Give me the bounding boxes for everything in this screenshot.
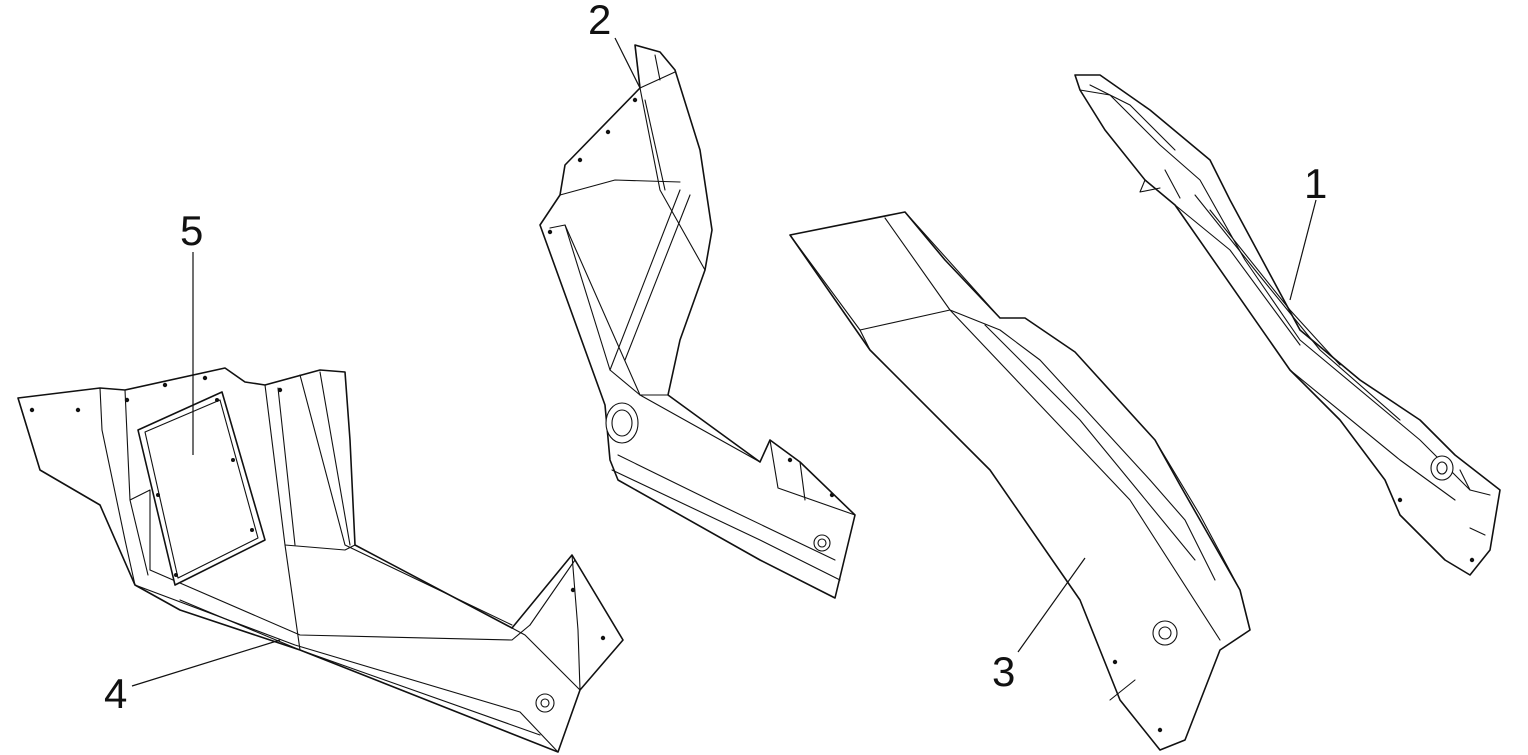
- callout-3: 3: [992, 557, 1086, 695]
- callout-4: 4: [104, 639, 281, 717]
- callout-1: 1: [1289, 160, 1327, 301]
- callout-2: 2: [588, 0, 641, 89]
- callout-2-label: 2: [588, 0, 611, 43]
- callout-5-label: 5: [180, 207, 203, 254]
- part-2-upper-side-panel: [539, 44, 856, 599]
- callout-3-label: 3: [992, 648, 1015, 695]
- callout-5: 5: [180, 207, 203, 455]
- part-3-curved-side-panel: [789, 211, 1251, 751]
- callout-1-label: 1: [1304, 160, 1327, 207]
- callout-4-label: 4: [104, 670, 127, 717]
- part-1-rail-trim: [1074, 74, 1501, 576]
- part-5-inner-plate: [137, 391, 266, 586]
